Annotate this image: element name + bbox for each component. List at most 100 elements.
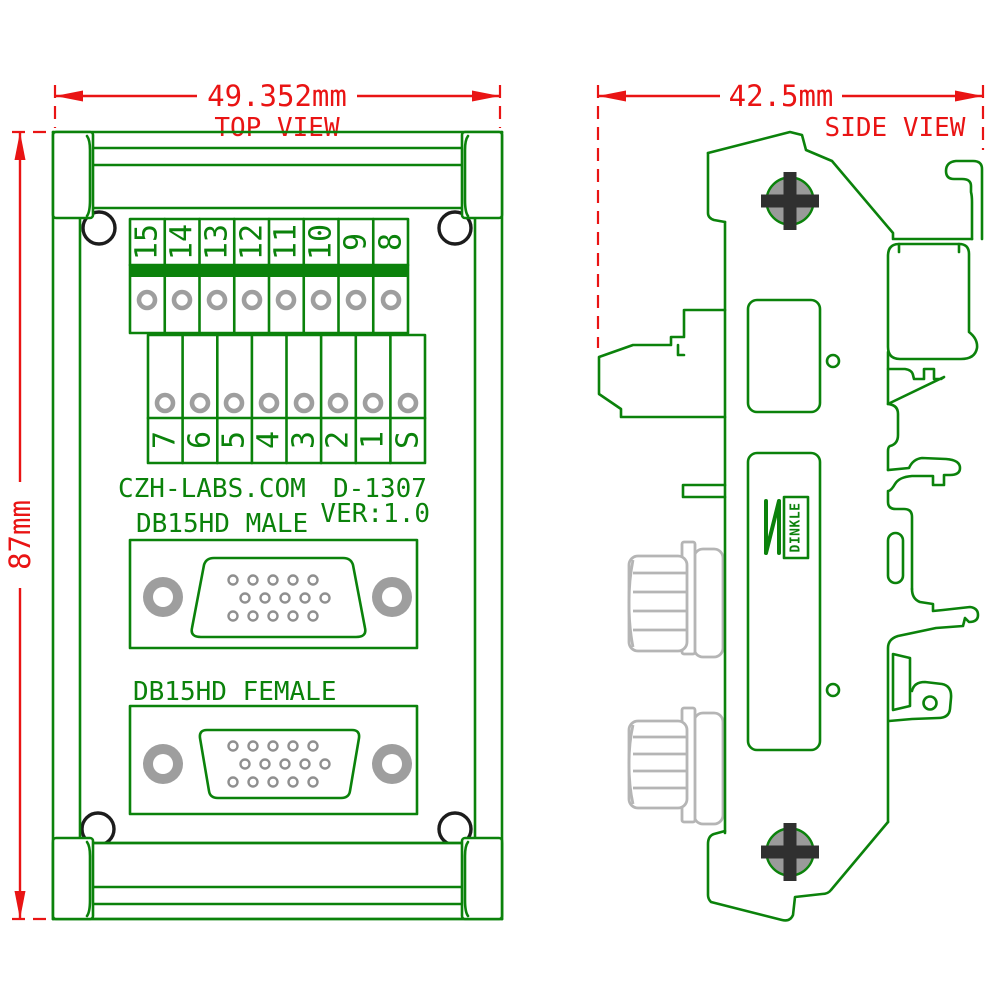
right-bump [886,402,900,472]
terminal-screw [241,289,263,311]
dinkle-brand-text: DINKLE [789,503,804,553]
dinkle-logo-glyph [764,499,781,555]
model-label: D-1307 [333,474,427,504]
terminal-dividers [181,333,392,465]
top-view-title: TOP VIEW [214,113,340,143]
terminal-number: 12 [235,224,270,260]
terminal-green-bar [130,266,408,277]
arrowhead-right [472,90,500,102]
upper-flange-notch [676,343,686,357]
terminal-screw [154,392,176,414]
manufacturer-label: CZH-LABS.COM [118,474,306,504]
side-view: 42.5mm SIDE VIEW [596,79,985,922]
terminal-screw [206,289,228,311]
corner-tab-inner-edge [463,840,470,918]
dsub-shell [198,728,361,800]
height-dim-label: 87mm [3,500,37,570]
terminal-screw [223,392,245,414]
side-connector-upper [627,540,725,659]
phillips-cross-v [783,172,797,230]
jack-screw-hole [153,587,173,607]
connector-pin-lines [633,571,687,632]
center-slot-lower [746,451,822,752]
top-rail-lines [91,146,464,210]
terminal-screw [136,289,158,311]
clip-lobe-hole [922,695,938,711]
top-left-edge [706,151,727,224]
terminal-block-top: 15 14 13 12 11 10 9 8 [128,217,410,335]
top-rail-catch-hook [944,159,984,241]
arrowhead-right [955,90,983,102]
terminal-screw [171,289,193,311]
terminal-number: 6 [183,431,218,449]
dinkle-logo: DINKLE [764,495,810,560]
version-label: VER:1.0 [320,499,430,529]
jack-screw-hole [382,587,402,607]
side-view-dimensions: 42.5mm SIDE VIEW [596,79,985,348]
terminal-screw [380,289,402,311]
corner-tab [460,130,504,220]
bottom-rail-lines [91,841,464,906]
clip-lobe [887,680,953,723]
module-outline [51,130,504,921]
clip-release-tab [891,652,912,712]
right-step-tab [886,367,946,405]
right-clip-hook-lower [886,587,980,824]
connector-body [128,538,419,650]
connector-front-body [627,719,689,810]
pilot-hole [825,353,841,369]
connector-rear-shell [692,711,725,826]
mounting-hole [81,210,117,246]
corner-tab-inner-edge [463,134,470,218]
terminal-screw [327,392,349,414]
top-cap-outline [706,130,974,241]
terminal-screw [293,392,315,414]
connector-body [128,704,419,816]
male-connector-label: DB15HD MALE [136,509,308,539]
terminal-number: 9 [339,233,374,251]
terminal-screw [310,289,332,311]
side-connector-lower [627,706,725,826]
lower-connector-flange [681,483,727,499]
jack-screw-hole [382,754,402,774]
width-dim-label: 42.5mm [729,79,834,113]
bottom-rail-band [51,841,504,921]
db15-male [128,538,419,650]
right-clip-hook-upper [886,456,962,591]
terminal-number: 8 [374,233,409,251]
corner-tab-inner-edge [85,840,92,918]
arrowhead-left [598,90,626,102]
terminal-number: 3 [287,431,322,449]
clip-slot [886,531,905,585]
terminal-number: 15 [130,224,165,260]
terminal-number: 11 [269,224,304,260]
screw-bottom [761,823,819,881]
terminal-number: 10 [304,224,339,260]
connector-face-edge [627,724,635,805]
connector-rear-shell [692,547,725,659]
terminal-screw [189,392,211,414]
terminal-screw [345,289,367,311]
din-rail-pocket [886,242,979,361]
pilot-hole [825,682,841,698]
corner-tab [51,130,95,220]
connector-face-edge [627,559,635,648]
mounting-hole [437,210,473,246]
center-slot-upper [746,298,822,414]
terminal-number: 1 [356,431,391,449]
terminal-number: 14 [165,224,200,260]
arrowhead-left [55,90,83,102]
jack-screw-hole [153,754,173,774]
dinkle-logo-box [782,495,810,560]
connector-pin-lines [633,735,687,790]
din-rail-pocket-notches [897,242,961,254]
connector-front-body [627,554,689,653]
corner-tab [51,836,95,921]
silkscreen-text: CZH-LABS.COM D-1307 VER:1.0 DB15HD MALE … [118,474,430,707]
female-pins [227,740,331,788]
terminal-screw [362,392,384,414]
arrowhead-down [14,891,26,919]
bottom-cap-outline [706,820,890,922]
